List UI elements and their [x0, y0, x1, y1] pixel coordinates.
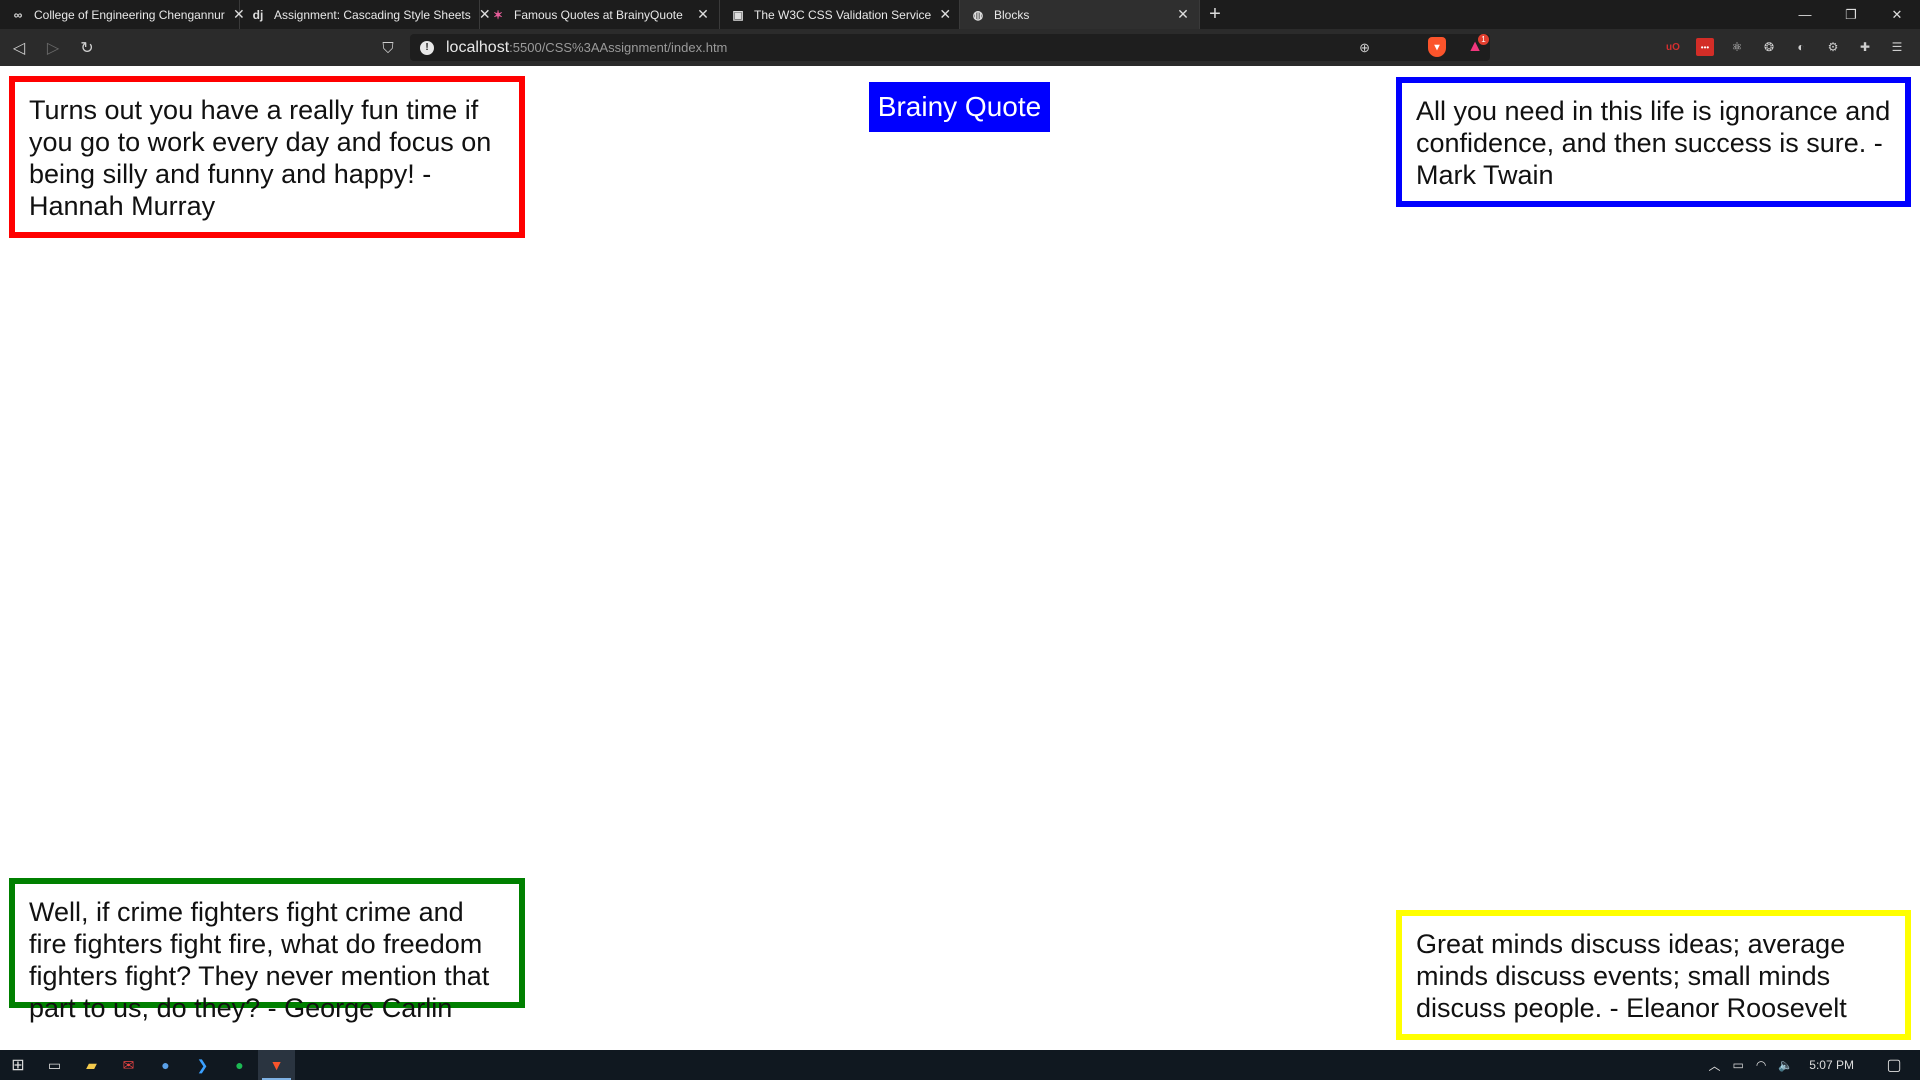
- quote-bottom-left: Well, if crime fighters fight crime and …: [9, 878, 525, 1023]
- privacy-extension-icon[interactable]: ◐: [1797, 40, 1805, 54]
- w3c-icon: ▣: [732, 7, 744, 22]
- menu-icon[interactable]: ☰: [1891, 40, 1903, 54]
- mail-icon[interactable]: ✉: [122, 1056, 135, 1073]
- bookmark-icon[interactable]: ⛉: [382, 39, 394, 57]
- page-title: Brainy Quote: [869, 82, 1050, 132]
- react-devtools-icon[interactable]: ⚛: [1731, 40, 1743, 54]
- window-controls: — ❐ ✕: [1782, 0, 1920, 29]
- quote-top-right: All you need in this life is ignorance a…: [1396, 77, 1911, 207]
- battery-icon[interactable]: ▭: [1732, 1058, 1744, 1072]
- infinity-icon: ∞: [13, 7, 23, 22]
- brainyquote-icon: ✶: [492, 7, 504, 22]
- tab-title: Blocks: [994, 7, 1030, 22]
- clock[interactable]: 5:07 PM: [1809, 1058, 1854, 1072]
- tab-college[interactable]: ∞ College of Engineering Chengannur ✕: [0, 0, 245, 29]
- new-tab-button[interactable]: +: [1209, 3, 1221, 25]
- url-path: :5500/CSS%3AAssignment/index.htm: [509, 40, 728, 55]
- browser-toolbar: ◁ ▷ ↻ ⛉ ! localhost:5500/CSS%3AAssignmen…: [0, 29, 1920, 66]
- volume-icon[interactable]: 🔈: [1778, 1058, 1794, 1072]
- vscode-icon[interactable]: ❯: [196, 1056, 209, 1073]
- brave-shield-icon[interactable]: ▾: [1428, 37, 1446, 57]
- ublock-icon[interactable]: uO: [1666, 41, 1680, 53]
- notification-icon[interactable]: ▢: [1886, 1057, 1902, 1074]
- quote-top-left: Turns out you have a really fun time if …: [9, 76, 525, 238]
- notification-badge: 1: [1478, 34, 1489, 45]
- url-host: localhost: [446, 38, 510, 56]
- chevron-up-icon[interactable]: ︿: [1708, 1058, 1721, 1073]
- file-explorer-icon[interactable]: ▰: [86, 1056, 97, 1073]
- site-info-icon[interactable]: !: [420, 40, 434, 55]
- brave-rewards-icon[interactable]: ▲1: [1465, 34, 1489, 57]
- back-icon[interactable]: ◁: [12, 39, 26, 57]
- reload-icon[interactable]: ↻: [80, 39, 94, 57]
- tab-blocks[interactable]: ◍ Blocks ✕: [960, 0, 1200, 29]
- tab-brainyquote[interactable]: ✶ Famous Quotes at BrainyQuote ✕: [480, 0, 720, 29]
- close-icon[interactable]: ✕: [478, 6, 491, 22]
- puzzle-icon[interactable]: ✚: [1859, 40, 1871, 54]
- close-window-icon[interactable]: ✕: [1891, 6, 1903, 22]
- page-viewport: Turns out you have a really fun time if …: [0, 66, 1920, 1050]
- address-bar[interactable]: ! localhost:5500/CSS%3AAssignment/index.…: [410, 34, 1490, 61]
- brave-browser-icon[interactable]: ▼: [258, 1050, 295, 1080]
- tab-title: College of Engineering Chengannur: [34, 7, 225, 22]
- globe-icon: ◍: [972, 7, 984, 22]
- close-icon[interactable]: ✕: [697, 6, 709, 22]
- forward-icon[interactable]: ▷: [46, 39, 60, 57]
- quote-bottom-right: Great minds discuss ideas; average minds…: [1396, 910, 1911, 1040]
- windows-start-icon[interactable]: ⊞: [11, 1057, 25, 1074]
- tab-strip: ∞ College of Engineering Chengannur ✕ dj…: [0, 0, 1920, 29]
- chat-icon[interactable]: ●: [161, 1057, 170, 1073]
- zoom-icon[interactable]: ⊕: [1359, 39, 1370, 55]
- tab-title: Famous Quotes at BrainyQuote: [514, 7, 683, 22]
- tab-assignment[interactable]: dj Assignment: Cascading Style Sheets ✕: [240, 0, 491, 29]
- spotify-icon[interactable]: ●: [235, 1057, 244, 1073]
- close-icon[interactable]: ✕: [1177, 6, 1189, 22]
- wifi-icon[interactable]: ◠: [1755, 1058, 1767, 1072]
- taskbar: ⊞ ▭ ▰ ✉ ● ❯ ● ▼ ︿ ▭ ◠ 🔈 5:07 PM ▢: [0, 1050, 1920, 1080]
- system-tray: ︿ ▭ ◠ 🔈 5:07 PM ▢: [1703, 1050, 1920, 1080]
- close-icon[interactable]: ✕: [232, 6, 245, 22]
- dj-icon: dj: [252, 7, 264, 22]
- tab-title: The W3C CSS Validation Service: [754, 7, 932, 22]
- restore-icon[interactable]: ❐: [1845, 6, 1857, 22]
- tab-title: Assignment: Cascading Style Sheets: [274, 7, 471, 22]
- tab-w3c[interactable]: ▣ The W3C CSS Validation Service ✕: [720, 0, 960, 29]
- minimize-icon[interactable]: —: [1798, 7, 1812, 22]
- extension-icon[interactable]: ❂: [1763, 40, 1775, 54]
- close-icon[interactable]: ✕: [939, 6, 952, 22]
- settings-icon[interactable]: ⚙: [1827, 40, 1839, 54]
- terminal-icon[interactable]: ▭: [47, 1056, 62, 1073]
- lastpass-icon[interactable]: •••: [1696, 38, 1714, 56]
